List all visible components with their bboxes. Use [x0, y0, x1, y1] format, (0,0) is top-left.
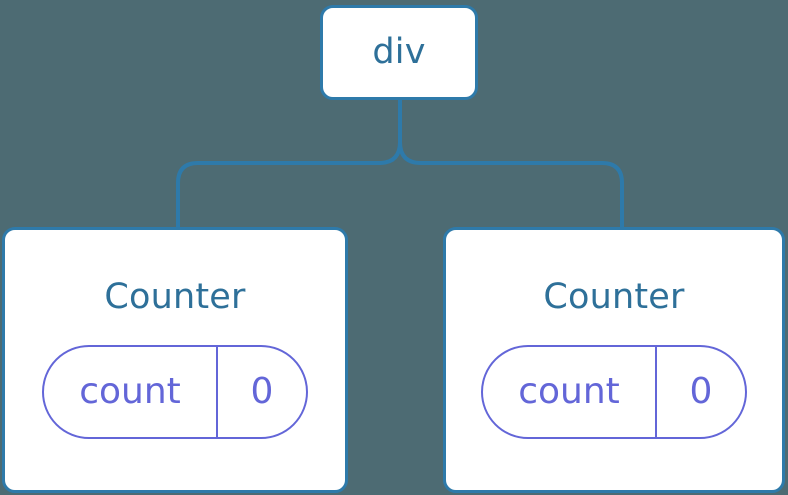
node-counter-right-label: Counter: [543, 277, 685, 317]
state-pill-left[interactable]: count 0: [42, 345, 308, 439]
node-counter-left[interactable]: Counter count 0: [2, 227, 348, 493]
state-key-right: count: [518, 371, 620, 412]
state-pill-right[interactable]: count 0: [481, 345, 747, 439]
node-div-label: div: [372, 32, 426, 72]
node-counter-right[interactable]: Counter count 0: [443, 227, 785, 493]
state-value-left: 0: [216, 347, 306, 437]
state-key-left: count: [79, 371, 181, 412]
state-value-right: 0: [655, 347, 745, 437]
node-div[interactable]: div: [320, 5, 478, 100]
node-counter-left-label: Counter: [104, 277, 246, 317]
